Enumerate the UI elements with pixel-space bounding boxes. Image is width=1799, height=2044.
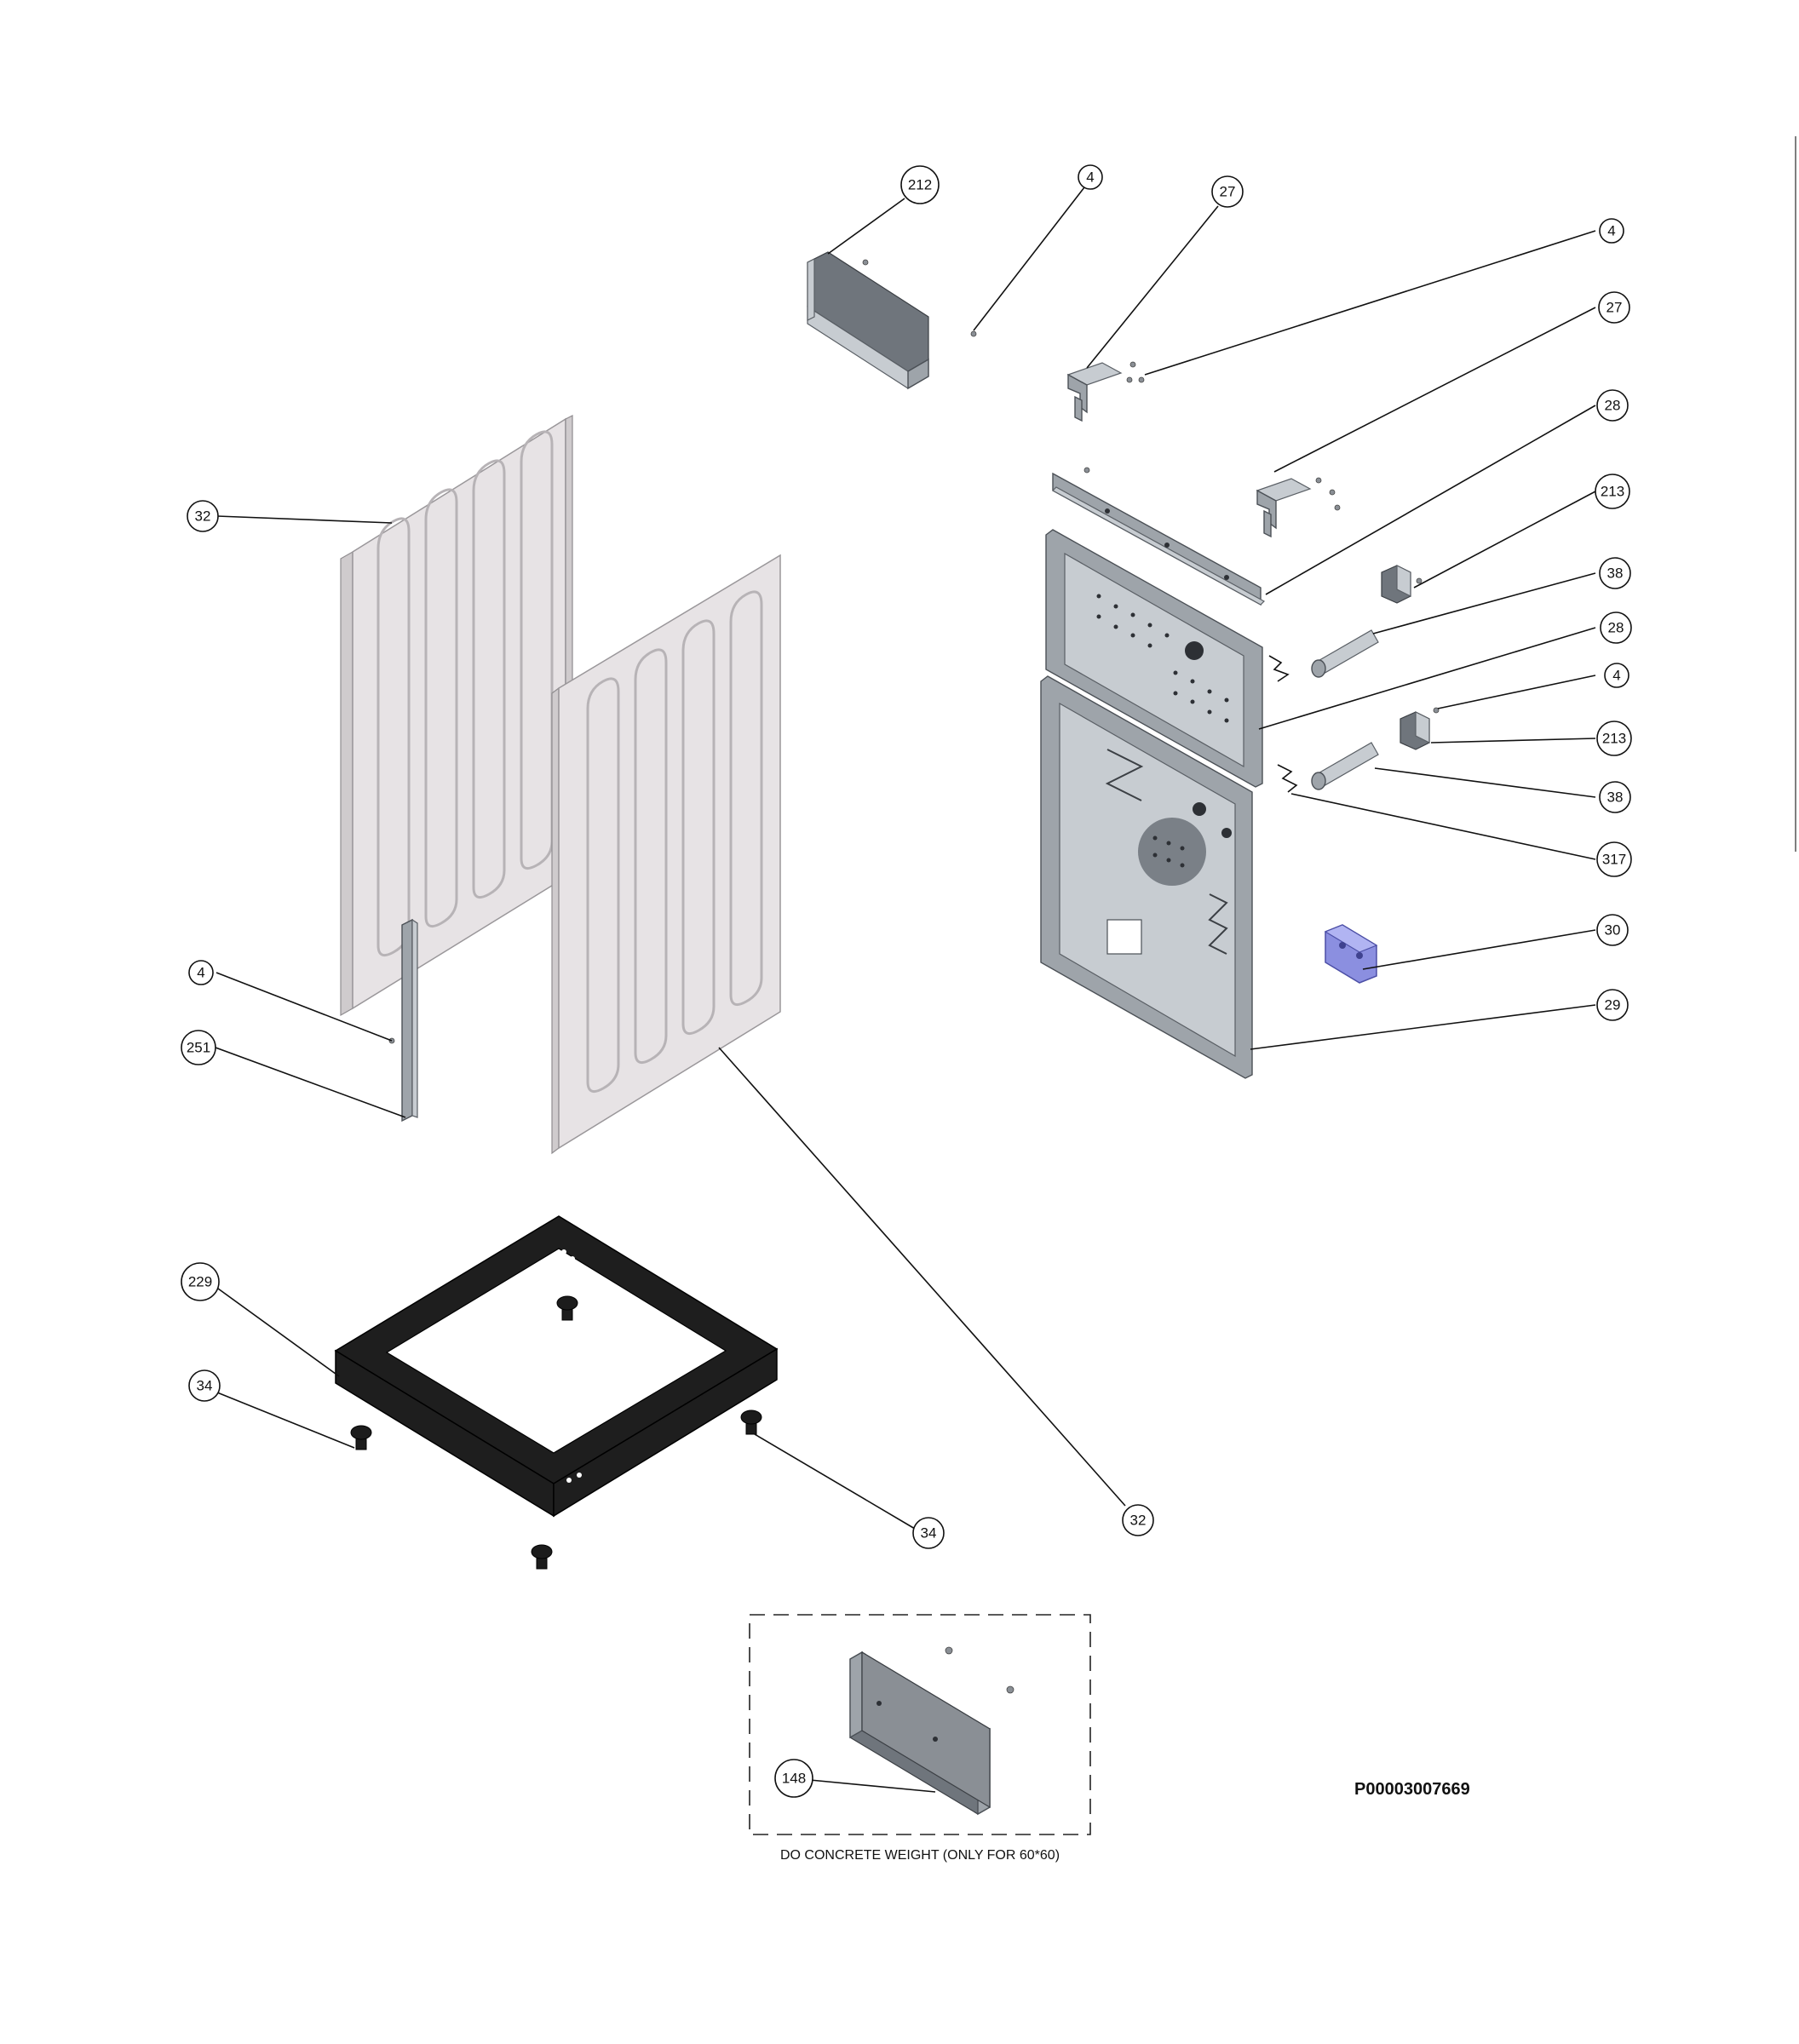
part-27-bracket-upper: [1066, 361, 1145, 422]
part-213-clip-upper: [1381, 565, 1423, 604]
callout-label: 32: [195, 508, 211, 525]
callout-label: 4: [1607, 223, 1615, 239]
part-38-tube-lower: [1311, 742, 1379, 790]
callout-label: 28: [1608, 620, 1624, 636]
callout-label: 4: [197, 965, 204, 981]
callout-label: 34: [197, 1378, 213, 1394]
callout-148: 148: [774, 1759, 813, 1798]
part-32-side-panel-rear: [340, 415, 573, 1017]
callout-27-b: 27: [1598, 291, 1630, 324]
callout-label: 148: [782, 1771, 806, 1787]
callout-label: 4: [1612, 668, 1620, 684]
part-229-base-frame: [334, 1215, 779, 1518]
callout-label: 32: [1130, 1513, 1147, 1529]
callout-317: 317: [1596, 841, 1632, 877]
part-28-upper-rail: [1052, 467, 1265, 606]
callout-4-c: 4: [1604, 663, 1629, 688]
callout-213-b: 213: [1596, 721, 1632, 756]
part-317-wire-upper: [1268, 655, 1290, 682]
concrete-weight-caption: DO CONCRETE WEIGHT (ONLY FOR 60*60): [779, 1848, 1060, 1863]
callout-34-a: 34: [188, 1369, 221, 1402]
callout-4-b: 4: [1599, 218, 1624, 244]
callout-label: 38: [1607, 789, 1624, 806]
callout-38-b: 38: [1599, 781, 1631, 813]
callout-4-a: 4: [1078, 164, 1103, 190]
part-212-cover-box: [807, 251, 929, 390]
part-code-number: P00003007669: [1354, 1780, 1470, 1799]
part-38-tube-upper: [1311, 629, 1379, 678]
part-32-side-panel-front: [551, 554, 781, 1155]
callout-28-b: 28: [1600, 611, 1632, 644]
callout-30: 30: [1596, 914, 1629, 946]
part-213-clip-lower: [1400, 707, 1440, 750]
part-34-foot-right: [740, 1410, 762, 1435]
callout-27-a: 27: [1211, 175, 1244, 208]
callout-34-b: 34: [912, 1517, 945, 1549]
callout-213-a: 213: [1595, 474, 1630, 509]
callout-label: 27: [1220, 184, 1236, 200]
callout-38-a: 38: [1599, 557, 1631, 589]
callout-label: 229: [188, 1274, 212, 1290]
leader-lines: [215, 187, 1596, 1793]
callout-label: 38: [1607, 566, 1624, 582]
callout-label: 28: [1605, 398, 1621, 414]
callout-label: 27: [1606, 300, 1623, 316]
callout-label: 212: [908, 177, 932, 193]
callout-label: 317: [1602, 852, 1626, 868]
callout-label: 251: [187, 1040, 210, 1056]
callout-label: 29: [1605, 997, 1621, 1013]
part-317-wire-lower: [1277, 764, 1298, 793]
part-30-control-module: [1324, 924, 1378, 984]
callout-251: 251: [181, 1030, 216, 1065]
callout-4-d: 4: [188, 960, 214, 985]
callout-29: 29: [1596, 989, 1629, 1021]
part-29-lower-rear-panel: [1040, 675, 1253, 1079]
part-148-concrete-weight: [849, 1646, 1014, 1816]
part-34-foot-rear: [556, 1295, 578, 1321]
part-251-vertical-strip: [401, 918, 418, 1122]
callout-229: 229: [181, 1262, 220, 1301]
callout-32-a: 32: [187, 500, 219, 532]
callout-label: 213: [1601, 484, 1624, 500]
concrete-weight-dashed-box: [749, 1614, 1091, 1835]
callout-label: 213: [1602, 731, 1626, 747]
callout-label: 4: [1086, 169, 1094, 186]
part-34-foot-front: [531, 1544, 553, 1570]
part-34-foot-left: [350, 1425, 372, 1450]
callout-32-b: 32: [1122, 1504, 1154, 1536]
part-27-bracket-lower: [1256, 477, 1341, 538]
callout-212: 212: [900, 165, 940, 204]
callout-label: 34: [921, 1525, 937, 1542]
part-28-upper-rear-panel: [1045, 529, 1263, 788]
callout-label: 30: [1605, 922, 1621, 939]
part-4-screw-top: [970, 330, 977, 337]
callout-28-a: 28: [1596, 389, 1629, 422]
